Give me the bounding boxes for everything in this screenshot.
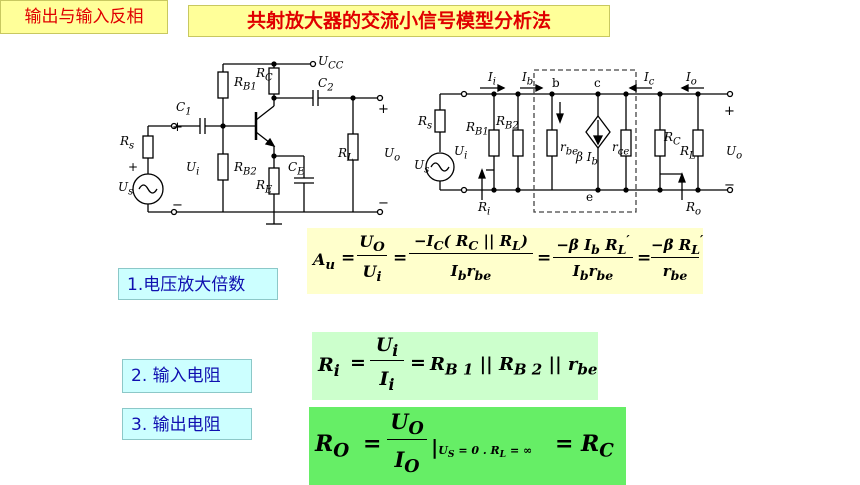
- voltage-gain-label: 1.电压放大倍数: [118, 268, 278, 300]
- left-ce-label: CE: [288, 160, 305, 178]
- rb2-resistor: [217, 153, 229, 181]
- left-in-plus: +: [172, 120, 183, 135]
- left-uo-label: Uo: [384, 146, 401, 164]
- right-ui-label: Ui: [454, 144, 468, 162]
- left-out-plus: +: [378, 102, 389, 117]
- left-src-plus: +: [128, 160, 139, 174]
- node-c-label: c: [594, 76, 601, 90]
- rs-resistor: [142, 135, 154, 159]
- left-rs-label: Rs: [120, 134, 135, 152]
- right-rl-label: RL: [680, 144, 696, 162]
- rb1-resistor: [217, 71, 229, 99]
- node-e-label: e: [586, 190, 594, 204]
- common-emitter-circuit: [132, 60, 384, 225]
- right-rbe-label: rbe: [560, 140, 579, 158]
- node-b-label: b: [552, 76, 560, 90]
- voltage-gain-formula: Au = UO Ui = −IC( RC || RL) Ibrbe = −β I…: [307, 228, 703, 294]
- right-io-label: Io: [686, 70, 697, 88]
- right-ib-label: Ib: [522, 70, 534, 88]
- left-ui-label: Ui: [186, 160, 200, 178]
- right-ic-label: Ic: [644, 70, 655, 88]
- output-resistance-formula: RO = UO IO |US = 0 . RL = ∞ = RC: [309, 407, 626, 485]
- small-signal-model-circuit: [425, 69, 734, 213]
- right-rb1-label: RB1: [466, 120, 489, 138]
- right-us-label: Us: [414, 158, 430, 176]
- phase-note: 输出与输入反相: [0, 0, 168, 34]
- left-in-minus: −: [172, 198, 183, 213]
- right-rs-label: Rs: [418, 114, 433, 132]
- left-rc-label: RC: [256, 66, 273, 84]
- left-ucc-label: UCC: [318, 54, 344, 72]
- left-rl-label: RL: [338, 146, 354, 164]
- left-rb1-label: RB1: [234, 75, 257, 93]
- left-c2-label: C2: [318, 76, 334, 94]
- right-uo-label: Uo: [726, 144, 743, 162]
- right-rce-label: rce: [612, 140, 630, 158]
- right-out-plus: +: [724, 104, 735, 119]
- output-resistance-label: 3. 输出电阻: [122, 408, 252, 440]
- right-ri-label: Ri: [478, 200, 491, 218]
- left-re-label: RE: [256, 178, 273, 196]
- right-beta-ib-label: β Ib: [576, 150, 598, 168]
- right-rb2-label: RB2: [496, 114, 519, 132]
- page-title: 共射放大器的交流小信号模型分析法: [188, 5, 610, 37]
- input-resistance-formula: Ri = Ui Ii = RB 1 || RB 2 || rbe: [312, 332, 598, 400]
- right-rc-label: RC: [664, 130, 681, 148]
- left-out-minus: −: [378, 196, 389, 211]
- left-us-label: Us: [118, 180, 134, 198]
- input-resistance-label: 2. 输入电阻: [122, 359, 252, 393]
- right-ii-label: Ii: [488, 70, 496, 88]
- right-ro-label: Ro: [686, 200, 702, 218]
- left-c1-label: C1: [176, 100, 192, 118]
- right-out-minus: −: [724, 178, 735, 193]
- left-rb2-label: RB2: [234, 160, 257, 178]
